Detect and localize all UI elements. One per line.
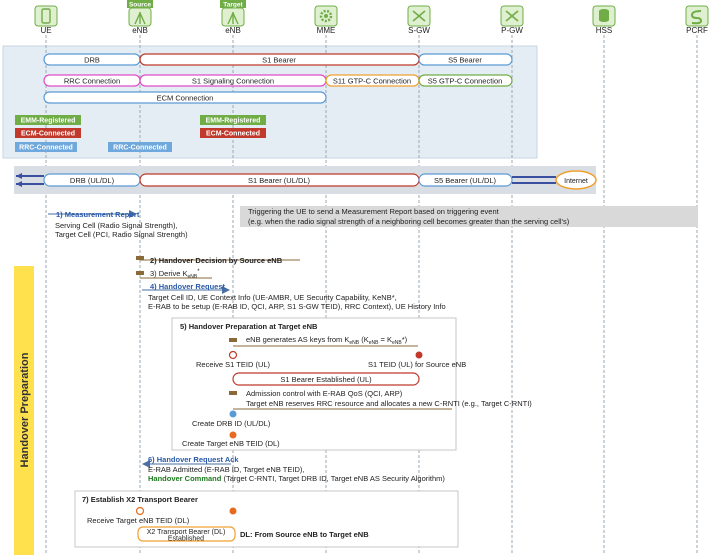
svg-text:ECM Connection: ECM Connection [157, 94, 214, 103]
node-label-pgw: P-GW [501, 26, 523, 35]
svg-text:Internet: Internet [564, 178, 588, 185]
s5-gtpc-box [418, 74, 513, 87]
svg-text:S5 GTP-C Connection: S5 GTP-C Connection [428, 77, 503, 86]
step3-label: 3) Derive KeNB* [150, 269, 200, 280]
sgw-s1-teid-dot [415, 351, 423, 359]
svg-text:DRB: DRB [84, 56, 100, 65]
trigger-note-line1: Triggering the UE to send a Measurement … [248, 207, 500, 216]
ecm-connection-box [43, 91, 327, 104]
user-plane-bearers: DRB (UL/DL) S1 Bearer (UL/DL) S5 Bearer … [16, 170, 597, 190]
trigger-note [240, 206, 698, 227]
svg-text:RRC Connection: RRC Connection [64, 77, 120, 86]
phase-label: Handover Preparation [19, 352, 31, 467]
node-hss: HSS [592, 5, 616, 35]
node-sgw: S-GW [407, 5, 431, 35]
state-badges: EMM-Registered ECM-Connected RRC-Connect… [15, 115, 266, 152]
pcrf-icon [690, 10, 703, 25]
create-teid-dot [229, 431, 237, 439]
node-label-ue: UE [40, 26, 51, 35]
receive-target-teid: Receive Target eNB TEID (DL) [87, 516, 190, 525]
node-mme: MME [314, 5, 338, 35]
svg-text:S1 Bearer: S1 Bearer [262, 56, 296, 65]
svg-text:DRB (UL/DL): DRB (UL/DL) [70, 176, 115, 185]
step2-label: 2) Handover Decision by Source eNB [150, 256, 283, 265]
svg-text:X2 Transport Bearer (DL): X2 Transport Bearer (DL) [147, 529, 226, 536]
bearer-row-2: RRC Connection S1 Signaling Connection S… [43, 74, 513, 87]
admission-line1: Admission control with E-RAB QoS (QCI, A… [246, 389, 403, 398]
node-tag-target: Target [223, 2, 243, 9]
dl-label: DL: From Source eNB to Target eNB [240, 530, 369, 539]
router-icon [412, 10, 426, 22]
node-label-hss: HSS [596, 26, 612, 35]
node-pgw: P-GW [500, 5, 524, 35]
bearer-row-1: DRB S1 Bearer S5 Bearer [43, 53, 513, 66]
emm-registered-mme: EMM-Registered [206, 118, 261, 125]
svg-text:S5 Bearer: S5 Bearer [448, 56, 482, 65]
step4-line2: E-RAB to be setup (E-RAB ID, QCI, ARP, S… [148, 302, 446, 311]
step5-keys: eNB generates AS keys from KeNB (KeNB = … [246, 335, 408, 346]
tenb-s1-teid-dot [228, 350, 238, 360]
admission-line2: Target eNB reserves RRC resource and all… [246, 399, 532, 408]
step6-line2: Handover Command (Target C-RNTI, Target … [148, 474, 445, 483]
svg-text:S1 Bearer (UL/DL): S1 Bearer (UL/DL) [248, 176, 311, 185]
step6-line1: E-RAB Admitted (E-RAB ID, Target eNB TEI… [148, 465, 304, 474]
node-target-enb: Target eNB [220, 0, 246, 35]
node-pcrf: PCRF [685, 5, 709, 35]
x2-bearer-box [137, 526, 236, 542]
create-drb-label: Create DRB ID (UL/DL) [192, 419, 271, 428]
step7-title: 7) Establish X2 Transport Bearer [82, 495, 198, 504]
node-tag-source: Source [129, 2, 151, 9]
node-label-pcrf: PCRF [686, 26, 708, 35]
node-label-mme: MME [317, 26, 336, 35]
svg-text:Established: Established [168, 536, 204, 543]
s5-ul-dl-box [418, 173, 513, 187]
ecm-connected-mme: ECM-Connected [206, 131, 260, 138]
svg-text:S5 Bearer (UL/DL): S5 Bearer (UL/DL) [434, 176, 497, 185]
emm-registered-ue: EMM-Registered [21, 118, 76, 125]
step5-title: 5) Handover Preparation at Target eNB [180, 322, 318, 331]
node-ue: UE [34, 5, 58, 35]
rrc-connected-ue: RRC-Connected [19, 145, 73, 152]
phone-icon [41, 8, 51, 24]
s1-established-box [232, 372, 420, 386]
create-drb-dot [229, 410, 237, 418]
node-label-target-enb: eNB [225, 26, 241, 35]
s1-teid-source: S1 TEID (UL) for Source eNB [368, 360, 466, 369]
receive-s1-teid: Receive S1 TEID (UL) [196, 360, 271, 369]
svg-text:S11 GTP-C Connection: S11 GTP-C Connection [333, 77, 411, 86]
tenb-teid-dot [229, 507, 237, 515]
internet-cloud [555, 170, 597, 190]
antenna-icon [227, 12, 239, 25]
node-source-enb: Source eNB [127, 0, 153, 35]
step6-title: 6) Handover Request Ack [148, 455, 239, 464]
step4-line1: Target Cell ID, UE Context Info (UE-AMBR… [148, 293, 397, 302]
phase-bar [14, 266, 34, 555]
svg-text:S1 Bearer Established (UL): S1 Bearer Established (UL) [280, 375, 372, 384]
database-icon [599, 9, 609, 22]
rrc-connected-enb: RRC-Connected [113, 145, 167, 152]
step4-title: 4) Handover Request [150, 282, 226, 291]
s5-bearer-box [418, 53, 513, 66]
node-label-sgw: S-GW [408, 26, 430, 35]
trigger-note-line2: (e.g. when the radio signal strength of … [248, 217, 570, 226]
svg-text:S1 Signaling Connection: S1 Signaling Connection [192, 77, 274, 86]
step1-line1: Serving Cell (Radio Signal Strength), [55, 221, 178, 230]
senb-teid-dot [135, 506, 145, 516]
ecm-connected-ue: ECM-Connected [21, 131, 75, 138]
step1-line2: Target Cell (PCI, Radio Signal Strength) [55, 230, 188, 239]
gear-icon [319, 9, 333, 23]
bearer-row-3: ECM Connection [43, 91, 327, 104]
create-teid-label: Create Target eNB TEID (DL) [182, 439, 280, 448]
router-icon [505, 10, 519, 22]
node-label-source-enb: eNB [132, 26, 148, 35]
step1-title: 1) Measurement Report [56, 210, 140, 219]
antenna-icon [134, 12, 146, 25]
